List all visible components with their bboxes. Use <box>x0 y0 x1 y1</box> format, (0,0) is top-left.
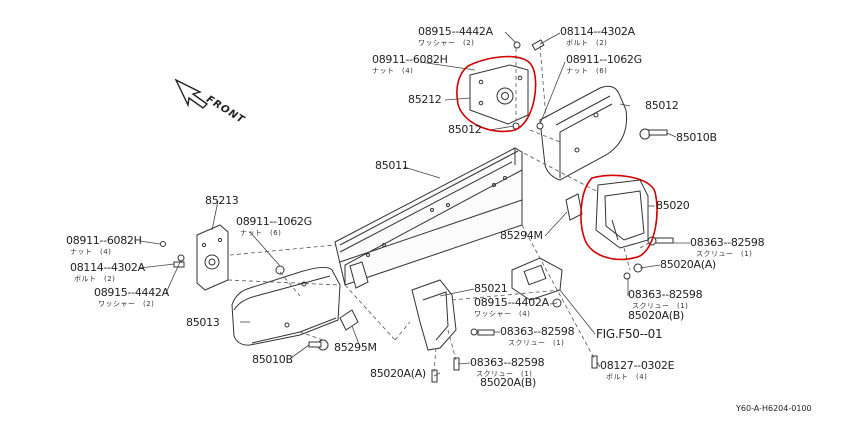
part-number[interactable]: 85020A(B) <box>628 309 684 322</box>
bumper-rail-85011 <box>334 147 523 286</box>
part-note: スクリュー (1) <box>696 250 753 258</box>
part-number[interactable]: 85213 <box>205 194 239 207</box>
part-number[interactable]: 08114--4302A <box>70 261 145 274</box>
assembly-dashed-lines <box>227 45 653 373</box>
part-number[interactable]: 85012 <box>645 99 679 112</box>
part-number[interactable]: 08915--4402A <box>474 296 549 309</box>
part-number[interactable]: 08915--4442A <box>94 286 169 299</box>
part-number[interactable]: 08911--6082H <box>66 234 142 247</box>
part-note: ナット (4) <box>372 67 414 75</box>
part-note: スクリュー (1) <box>508 339 565 347</box>
part-note: ワッシャー (2) <box>98 300 155 308</box>
part-note: ボルト (2) <box>74 275 116 283</box>
part-number[interactable]: 85013 <box>186 316 220 329</box>
part-number[interactable]: 85295M <box>334 341 377 354</box>
part-number[interactable]: 85020A(A) <box>370 367 426 380</box>
step-85021 <box>411 279 457 351</box>
bracket-85295m <box>339 309 359 331</box>
part-number[interactable]: 85020A(B) <box>480 376 536 389</box>
part-number[interactable]: 08127--0302E <box>600 359 675 372</box>
front-arrow-icon <box>174 78 209 109</box>
step-85020 <box>595 179 649 249</box>
part-number[interactable]: 85212 <box>408 93 442 106</box>
part-number[interactable]: 08915--4442A <box>418 25 493 38</box>
figure-code: Y60-A-H6204-0100 <box>736 404 812 413</box>
figure-reference[interactable]: FIG.F50--01 <box>596 327 663 341</box>
part-number[interactable]: 08363--82598 <box>470 356 545 369</box>
highlight-marks <box>456 55 658 261</box>
part-note: スクリュー (1) <box>632 302 689 310</box>
part-number[interactable]: 08363--82598 <box>500 325 575 338</box>
part-note: ワッシャー (2) <box>418 39 475 47</box>
part-number[interactable]: 85020 <box>656 199 690 212</box>
rail-lower-bracket <box>349 261 369 289</box>
mounting-plate <box>511 257 563 301</box>
part-note: ワッシャー (4) <box>474 310 531 318</box>
part-number[interactable]: 85010B <box>676 131 717 144</box>
part-number[interactable]: 08911--6082H <box>372 53 448 66</box>
part-note: スクリュー (1) <box>476 370 533 378</box>
part-number[interactable]: 85020A(A) <box>660 258 716 271</box>
part-note: ボルト (2) <box>566 39 608 47</box>
part-number[interactable]: 08114--4302A <box>560 25 635 38</box>
bracket-85212 <box>469 64 529 125</box>
part-note: ボルト (4) <box>606 373 648 381</box>
part-note: ナット (4) <box>70 248 112 256</box>
part-number[interactable]: 08363--82598 <box>690 236 765 249</box>
part-number[interactable]: 85010B <box>252 353 293 366</box>
part-number[interactable]: 85011 <box>375 159 409 172</box>
leader-lines <box>139 31 690 377</box>
part-number[interactable]: 08911--1062G <box>566 53 642 66</box>
bracket-85213 <box>196 224 229 291</box>
part-number[interactable]: 85294M <box>500 229 543 242</box>
part-number[interactable]: 08363--82598 <box>628 288 703 301</box>
bracket-85294m <box>565 193 583 221</box>
part-number[interactable]: 85021 <box>474 282 508 295</box>
end-cap-85012 <box>539 85 628 181</box>
part-number[interactable]: 08911--1062G <box>236 215 312 228</box>
part-number[interactable]: 85012 <box>448 123 482 136</box>
part-note: ナット (6) <box>566 67 608 75</box>
part-note: ナット (6) <box>240 229 282 237</box>
